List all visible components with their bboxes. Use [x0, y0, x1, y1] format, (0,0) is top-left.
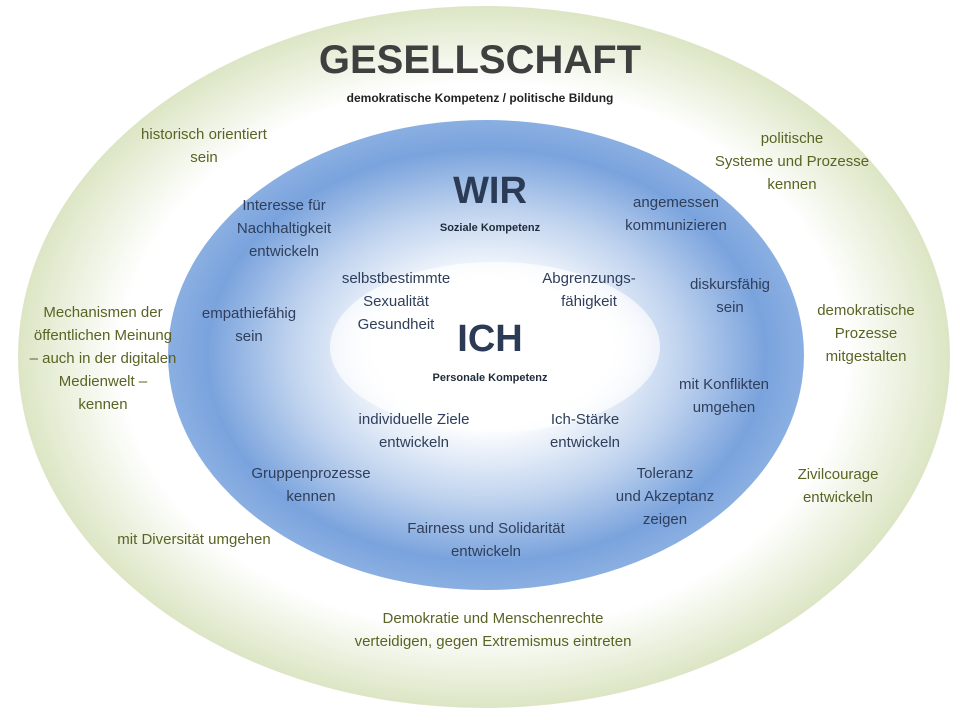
social-item-tolerance: Toleranz und Akzeptanz zeigen	[615, 465, 715, 528]
personal-item-boundaries: Abgrenzungs- fähigkeit	[542, 270, 636, 310]
personal-item-individual-goals: individuelle Ziele entwickeln	[358, 411, 470, 451]
society-title: GESELLSCHAFT	[318, 38, 642, 82]
personal-item-ego-strength: Ich-Stärke entwickeln	[549, 411, 621, 451]
social-item-fairness: Fairness und Solidarität entwickeln	[407, 520, 565, 560]
society-item-political-systems: politische Systeme und Prozesse kennen	[714, 130, 870, 193]
society-item-public-opinion: Mechanismen der öffentlichen Meinung – a…	[29, 304, 177, 413]
social-item-discourse: diskursfähig sein	[689, 276, 771, 316]
society-item-historical: historisch orientiert sein	[141, 126, 267, 166]
social-item-communicate: angemessen kommunizieren	[625, 194, 727, 234]
social-title: WIR	[453, 170, 527, 212]
society-subtitle: demokratische Kompetenz / politische Bil…	[346, 91, 614, 105]
personal-title: ICH	[457, 318, 523, 360]
society-item-democratic-processes: demokratische Prozesse mitgestalten	[817, 302, 915, 365]
social-item-empathy: empathiefähig sein	[201, 305, 297, 345]
personal-subtitle: Personale Kompetenz	[432, 372, 548, 384]
social-item-conflicts: mit Konflikten umgehen	[678, 376, 770, 416]
social-item-sustainability: Interesse für Nachhaltigkeit entwickeln	[236, 197, 332, 260]
personal-item-sexuality-health: selbstbestimmte Sexualität Gesundheit	[341, 270, 451, 333]
society-item-diversity: mit Diversität umgehen	[117, 531, 271, 548]
personal-core	[330, 262, 660, 432]
society-item-civil-courage: Zivilcourage entwickeln	[797, 466, 879, 506]
society-item-democracy-human-rights: Demokratie und Menschenrechte verteidige…	[354, 610, 632, 650]
social-subtitle: Soziale Kompetenz	[439, 222, 541, 234]
social-item-group-processes: Gruppenprozesse kennen	[251, 465, 371, 505]
